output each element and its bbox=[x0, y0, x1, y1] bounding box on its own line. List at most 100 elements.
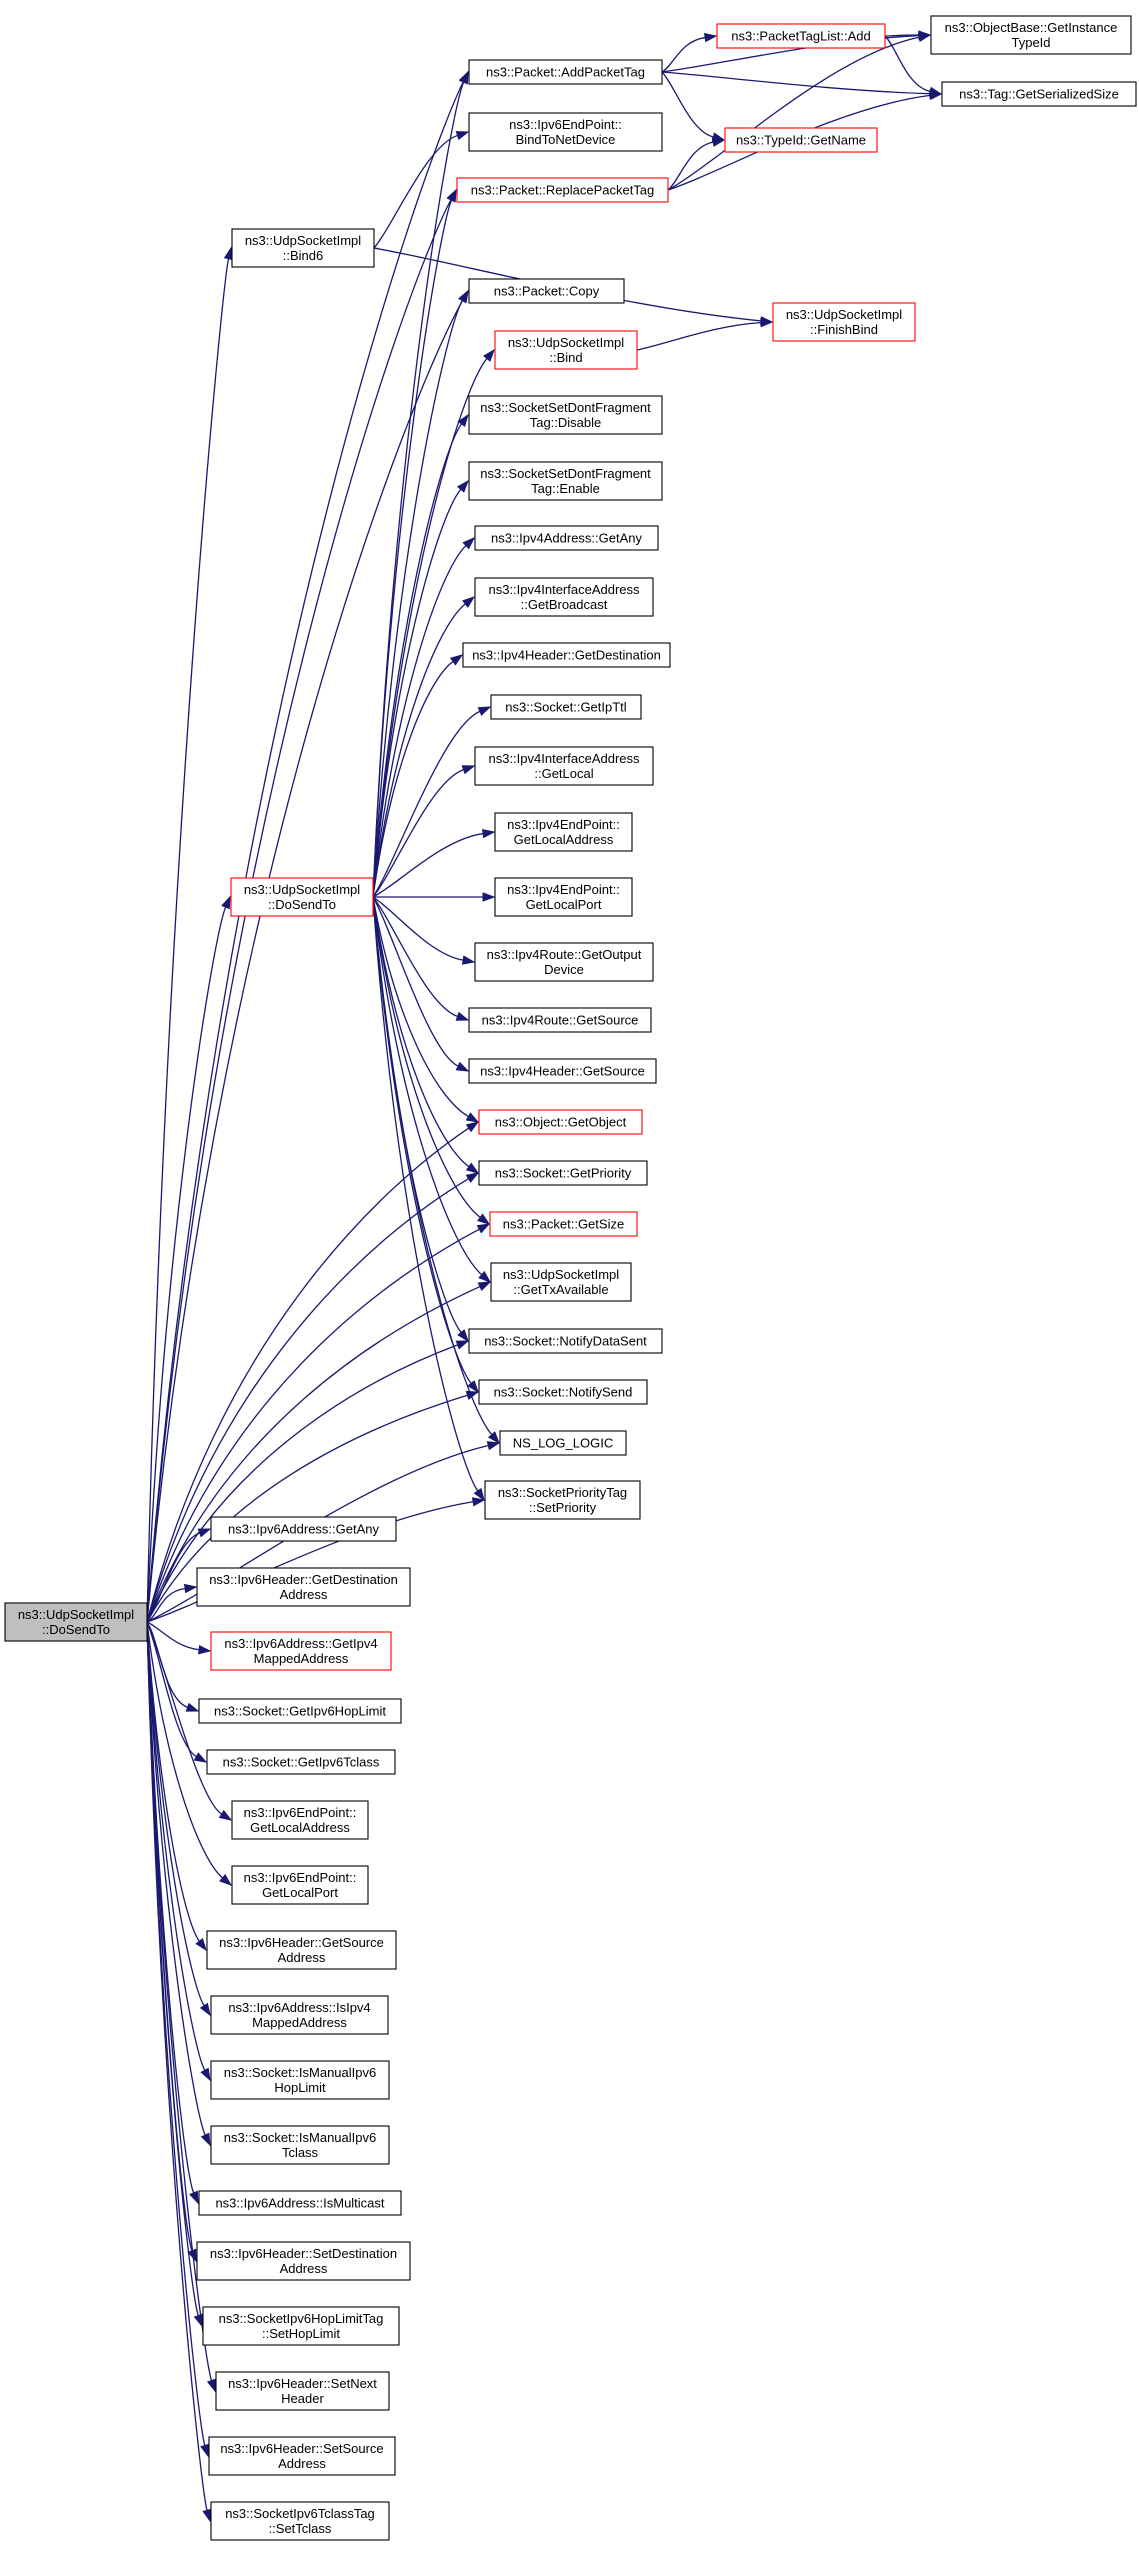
function-node-getbroadcast[interactable]: ns3::Ipv4InterfaceAddress::GetBroadcast bbox=[474, 577, 654, 617]
node-box bbox=[468, 112, 663, 152]
call-edge-dosendto4-to-ipv4hdrgetdest bbox=[372, 654, 464, 898]
node-box bbox=[215, 2371, 390, 2411]
function-node-finishbind[interactable]: ns3::UdpSocketImpl::FinishBind bbox=[772, 302, 916, 342]
call-edge-dosendto4-to-getipttl bbox=[372, 706, 492, 898]
node-label-line: ns3::Ipv4InterfaceAddress bbox=[488, 582, 640, 597]
function-node-ipv4hdrgetdest[interactable]: ns3::Ipv4Header::GetDestination bbox=[462, 642, 671, 668]
node-box bbox=[941, 81, 1137, 107]
node-label-line: Address bbox=[280, 2261, 328, 2276]
node-box bbox=[474, 942, 654, 982]
node-label-line: ns3::Ipv6Address::GetIpv4 bbox=[224, 1636, 377, 1651]
node-label-line: ns3::PacketTagList::Add bbox=[731, 29, 870, 44]
function-node-packetcopy[interactable]: ns3::Packet::Copy bbox=[468, 278, 625, 304]
call-edge-replacepackettag-to-getinstancetypeid bbox=[667, 32, 932, 191]
function-node-ismulticast[interactable]: ns3::Ipv6Address::IsMulticast bbox=[198, 2190, 402, 2216]
node-box bbox=[494, 877, 633, 917]
node-label-line: ::GetTxAvailable bbox=[513, 1282, 608, 1297]
node-label-line: ns3::Socket::GetIpv6Tclass bbox=[223, 1755, 380, 1770]
function-node-ep4localaddr[interactable]: ns3::Ipv4EndPoint::GetLocalAddress bbox=[494, 812, 633, 852]
function-node-getipv6hoplimit[interactable]: ns3::Socket::GetIpv6HopLimit bbox=[198, 1698, 402, 1724]
node-label-line: ns3::Ipv4Header::GetDestination bbox=[472, 648, 661, 663]
call-edge-root-to-ipv6hdrsetsource bbox=[146, 1621, 210, 2458]
function-node-ep6localaddr[interactable]: ns3::Ipv6EndPoint::GetLocalAddress bbox=[231, 1800, 369, 1840]
function-node-tclasstagset[interactable]: ns3::SocketIpv6TclassTag::SetTclass bbox=[210, 2501, 390, 2541]
function-node-prioritytagset[interactable]: ns3::SocketPriorityTag::SetPriority bbox=[484, 1480, 641, 1520]
node-box bbox=[210, 1516, 397, 1542]
node-label-line: Tag::Disable bbox=[530, 415, 602, 430]
function-node-notifysend[interactable]: ns3::Socket::NotifySend bbox=[478, 1379, 648, 1405]
function-node-ipv6getany[interactable]: ns3::Ipv6Address::GetAny bbox=[210, 1516, 397, 1542]
node-label-line: ::DoSendTo bbox=[42, 1622, 110, 1637]
function-node-typeidgetname[interactable]: ns3::TypeId::GetName bbox=[724, 127, 878, 153]
function-node-ipv4hdrgetsource[interactable]: ns3::Ipv4Header::GetSource bbox=[468, 1058, 657, 1084]
node-label-line: ns3::Packet::Copy bbox=[494, 284, 600, 299]
node-box bbox=[478, 1160, 648, 1186]
node-label-line: ns3::SocketIpv6HopLimitTag bbox=[219, 2311, 384, 2326]
node-label-line: ns3::Ipv4InterfaceAddress bbox=[488, 751, 640, 766]
function-node-bind6[interactable]: ns3::UdpSocketImpl::Bind6 bbox=[231, 228, 375, 268]
function-node-ep6localport[interactable]: ns3::Ipv6EndPoint::GetLocalPort bbox=[231, 1865, 369, 1905]
node-label-line: ::SetTclass bbox=[269, 2521, 332, 2536]
function-node-routegetsource[interactable]: ns3::Ipv4Route::GetSource bbox=[468, 1007, 652, 1033]
function-node-ep4localport[interactable]: ns3::Ipv4EndPoint::GetLocalPort bbox=[494, 877, 633, 917]
function-node-packettaglistadd[interactable]: ns3::PacketTagList::Add bbox=[716, 23, 886, 49]
call-edge-dosendto4-to-ipv4hdrgetsource bbox=[372, 896, 470, 1072]
node-label-line: Tclass bbox=[282, 2145, 319, 2160]
function-node-hoplimittagset[interactable]: ns3::SocketIpv6HopLimitTag::SetHopLimit bbox=[202, 2306, 400, 2346]
function-node-bindtonetdevice[interactable]: ns3::Ipv6EndPoint::BindToNetDevice bbox=[468, 112, 663, 152]
function-node-packetgetsize[interactable]: ns3::Packet::GetSize bbox=[489, 1211, 638, 1237]
call-edge-dosendto4-to-replacepackettag bbox=[372, 188, 457, 898]
function-node-getobject[interactable]: ns3::Object::GetObject bbox=[478, 1109, 643, 1135]
function-node-getipv6tclass[interactable]: ns3::Socket::GetIpv6Tclass bbox=[206, 1749, 396, 1775]
call-edge-bind-to-finishbind bbox=[636, 317, 774, 351]
function-node-notifydatasent[interactable]: ns3::Socket::NotifyDataSent bbox=[468, 1328, 663, 1354]
node-label-line: ns3::Ipv6EndPoint:: bbox=[244, 1870, 357, 1885]
function-node-getserializedsize[interactable]: ns3::Tag::GetSerializedSize bbox=[941, 81, 1137, 107]
node-box bbox=[210, 2060, 390, 2100]
call-edge-dosendto4-to-getpriority bbox=[372, 896, 480, 1174]
call-edge-root-to-ep6localaddr bbox=[146, 1621, 233, 1821]
function-node-gettxavailable[interactable]: ns3::UdpSocketImpl::GetTxAvailable bbox=[490, 1262, 632, 1302]
call-edge-root-to-notifydatasent bbox=[146, 1340, 470, 1623]
call-edge-dosendto4-to-packetgetsize bbox=[372, 896, 491, 1225]
function-node-addpackettag[interactable]: ns3::Packet::AddPacketTag bbox=[468, 59, 663, 85]
call-edge-dosendto4-to-dfenable bbox=[372, 479, 469, 898]
node-label-line: ns3::Ipv6Address::IsMulticast bbox=[215, 2196, 384, 2211]
function-node-bind[interactable]: ns3::UdpSocketImpl::Bind bbox=[494, 330, 638, 370]
node-box bbox=[206, 1749, 396, 1775]
function-node-getpriority[interactable]: ns3::Socket::GetPriority bbox=[478, 1160, 648, 1186]
node-label-line: ns3::Packet::GetSize bbox=[503, 1217, 624, 1232]
call-edges bbox=[146, 30, 943, 2523]
function-node-ifaddrgetlocal[interactable]: ns3::Ipv4InterfaceAddress::GetLocal bbox=[474, 746, 654, 786]
node-label-line: ::DoSendTo bbox=[268, 897, 336, 912]
function-node-ipv4getany[interactable]: ns3::Ipv4Address::GetAny bbox=[474, 525, 659, 551]
call-edge-bind6-to-bindtonetdevice bbox=[373, 131, 470, 249]
call-edge-dosendto4-to-routegetsource bbox=[372, 896, 470, 1021]
node-box bbox=[494, 330, 638, 370]
function-node-nsloglogic[interactable]: NS_LOG_LOGIC bbox=[499, 1430, 627, 1456]
node-label-line: ns3::Socket::IsManualIpv6 bbox=[224, 2065, 376, 2080]
node-box bbox=[484, 1480, 641, 1520]
node-label-line: ns3::Socket::NotifyDataSent bbox=[484, 1334, 647, 1349]
function-node-replacepackettag[interactable]: ns3::Packet::ReplacePacketTag bbox=[456, 177, 669, 203]
node-box bbox=[231, 1865, 369, 1905]
function-node-getipttl[interactable]: ns3::Socket::GetIpTtl bbox=[490, 694, 642, 720]
call-edge-root-to-packetcopy bbox=[146, 289, 469, 1623]
function-node-root[interactable]: ns3::UdpSocketImpl::DoSendTo bbox=[4, 1602, 148, 1642]
function-node-dosendto4[interactable]: ns3::UdpSocketImpl::DoSendTo bbox=[230, 877, 374, 917]
call-edge-root-to-gettxavailable bbox=[146, 1281, 492, 1623]
node-label-line: ns3::Ipv6Header::GetSource bbox=[219, 1935, 384, 1950]
